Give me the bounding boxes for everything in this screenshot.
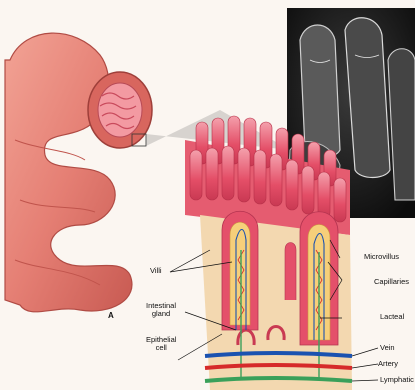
label-lymphatic: Lymphatic <box>380 376 414 384</box>
label-artery: Artery <box>378 360 398 368</box>
label-intestinal-gland: Intestinal gland <box>146 302 176 318</box>
label-vein: Vein <box>380 344 395 352</box>
label-lacteal: Lacteal <box>380 313 404 321</box>
label-villi: Villi <box>150 267 162 275</box>
panel-letter: A <box>108 311 114 320</box>
label-microvillus: Microvillus <box>364 253 399 261</box>
small-intestine <box>5 33 152 312</box>
tissue-cross-section <box>200 211 352 390</box>
label-capillaries: Capillaries <box>374 278 409 286</box>
label-epithelial-cell: Epithelial cell <box>146 336 176 352</box>
